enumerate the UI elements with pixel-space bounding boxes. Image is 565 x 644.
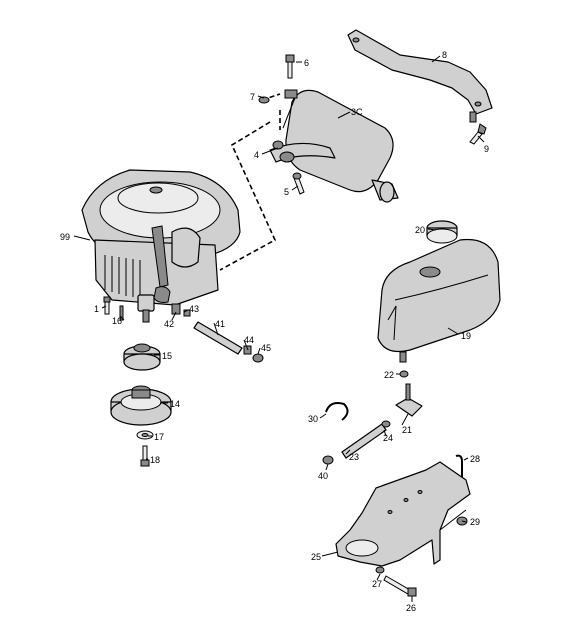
callout-15: 15 [162, 351, 172, 361]
bolt-6 [285, 54, 295, 79]
callout-labels: 6 8 7 3C 9 4 5 99 20 1 16 42 43 41 44 45… [60, 50, 489, 613]
callout-14: 14 [170, 399, 180, 409]
callout-6: 6 [304, 58, 309, 68]
fuel-tank-19 [377, 238, 501, 363]
bolt-18 [140, 445, 150, 467]
callout-27: 27 [372, 579, 382, 589]
callout-3C: 3C [351, 107, 363, 117]
bracket-25 [335, 461, 471, 567]
pulley-15 [123, 343, 161, 371]
callout-17: 17 [154, 432, 164, 442]
callout-7: 7 [250, 92, 255, 102]
pulley-14 [110, 385, 172, 426]
clamp-30 [325, 402, 349, 421]
callout-9: 9 [484, 144, 489, 154]
fuel-filter-21 [395, 383, 423, 417]
callout-30: 30 [308, 414, 318, 424]
fuel-hose-23 [322, 420, 391, 465]
callout-16: 16 [112, 316, 122, 326]
washer-17 [136, 430, 154, 440]
rod-28 [455, 454, 463, 490]
fuel-line-41 [171, 303, 264, 363]
bolt-9 [469, 123, 487, 145]
callout-22: 22 [384, 370, 394, 380]
callout-28: 28 [470, 454, 480, 464]
dashed-leader-engine [219, 121, 277, 271]
callout-43: 43 [189, 304, 199, 314]
callout-25: 25 [311, 552, 321, 562]
callout-1: 1 [94, 304, 99, 314]
callout-26: 26 [406, 603, 416, 613]
bolt-26 [383, 575, 417, 597]
callout-44: 44 [244, 335, 254, 345]
callout-5: 5 [284, 187, 289, 197]
callout-24: 24 [383, 433, 393, 443]
callout-21: 21 [402, 425, 412, 435]
fitting-22 [399, 370, 409, 378]
bolt-5 [292, 172, 305, 195]
callout-20: 20 [415, 225, 425, 235]
callout-29: 29 [470, 517, 480, 527]
callout-99: 99 [60, 232, 70, 242]
nut-27 [375, 566, 385, 574]
callout-41: 41 [215, 319, 225, 329]
callout-8: 8 [442, 50, 447, 60]
callout-40: 40 [318, 471, 328, 481]
bracket-8 [347, 29, 493, 123]
muffler [269, 89, 399, 203]
callout-18: 18 [150, 455, 160, 465]
callout-4: 4 [254, 150, 259, 160]
nut-7 [258, 96, 270, 104]
bolt-1 [103, 296, 111, 315]
callout-19: 19 [461, 331, 471, 341]
callout-23: 23 [349, 452, 359, 462]
leader-lines [73, 55, 485, 602]
callout-42: 42 [164, 319, 174, 329]
fuel-cap-20 [426, 220, 458, 244]
callout-45: 45 [261, 343, 271, 353]
